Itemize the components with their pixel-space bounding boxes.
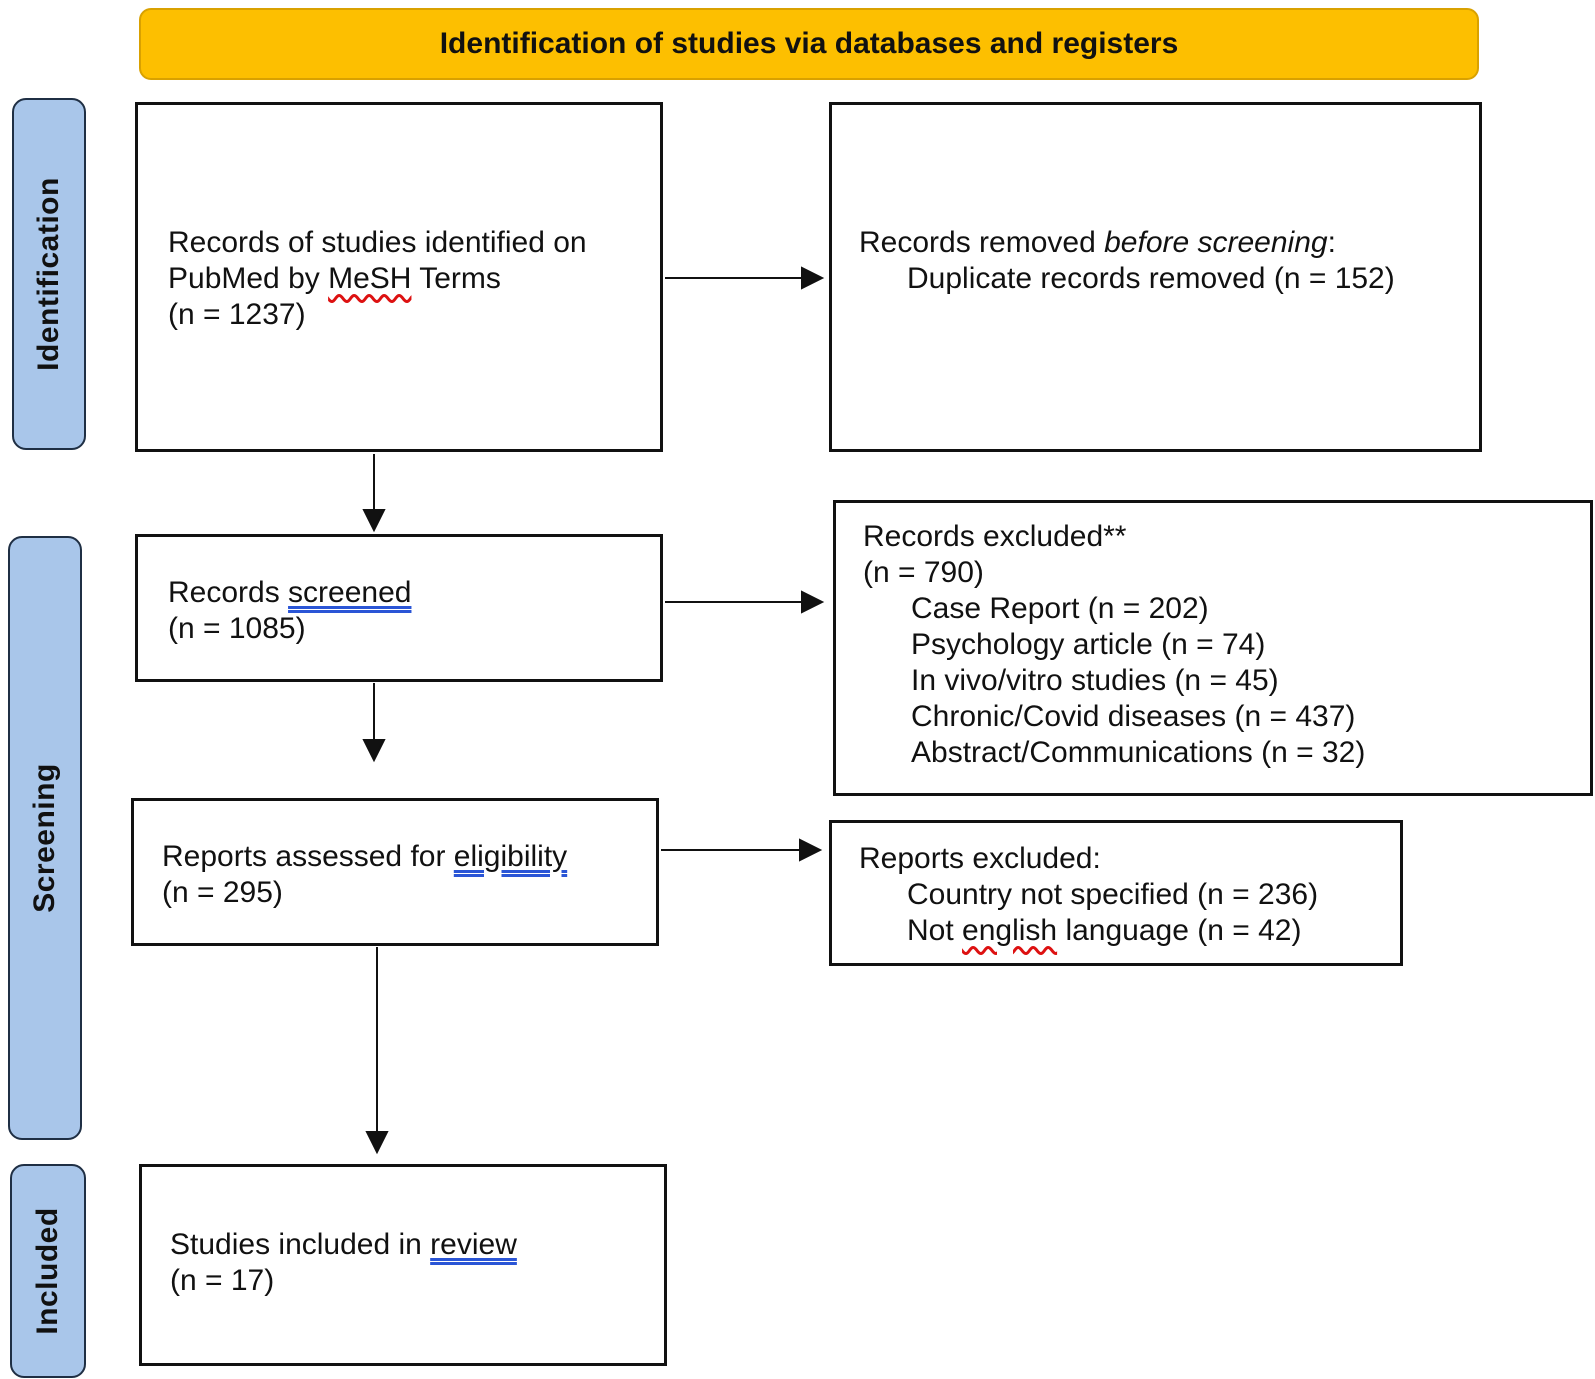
identified-line2: PubMed by MeSH Terms	[168, 261, 587, 297]
reports-excluded-english-word: english	[962, 914, 1058, 947]
assessed-text: Reports assessed for eligibility (n = 29…	[162, 839, 567, 911]
arrowhead-identified-to-screened	[362, 509, 386, 533]
assessed-count: (n = 295)	[162, 876, 283, 909]
arrowhead-screened-to-assessed	[362, 739, 386, 763]
included-review-word: review	[430, 1228, 517, 1261]
included-count: (n = 17)	[170, 1264, 275, 1297]
reports-excluded-title: Reports excluded:	[859, 842, 1101, 875]
arrowhead-assessed-to-excluded	[799, 838, 823, 862]
reports-excluded-country: Country not specified (n = 236)	[907, 878, 1319, 911]
records-excluded-count: (n = 790)	[863, 556, 984, 589]
arrowhead-screened-to-excluded	[801, 590, 825, 614]
arrowhead-assessed-to-included	[365, 1131, 389, 1155]
phase-screening: Screening	[8, 536, 82, 1140]
reports-excluded-language-c: language (n = 42)	[1057, 914, 1302, 947]
identified-mesh-term: MeSH	[328, 262, 412, 295]
header-banner: Identification of studies via databases …	[139, 8, 1479, 80]
excluded-item-in-vivo-vitro: In vivo/vitro studies (n = 45)	[911, 664, 1279, 697]
screened-line1-a: Records	[168, 576, 289, 609]
reports-excluded-language: Not english language (n = 42)	[859, 913, 1318, 949]
excluded-item-chronic-covid: Chronic/Covid diseases (n = 437)	[911, 700, 1356, 733]
included-line1: Studies included in review	[170, 1227, 517, 1263]
screened-line1: Records screened	[168, 575, 411, 611]
assessed-box: Reports assessed for eligibility (n = 29…	[131, 798, 659, 946]
removed-line1-a: Records removed	[859, 226, 1105, 259]
removed-line1-c: :	[1327, 226, 1336, 259]
header-title: Identification of studies via databases …	[439, 27, 1179, 60]
included-text: Studies included in review (n = 17)	[170, 1227, 517, 1299]
excluded-item-case-report: Case Report (n = 202)	[911, 592, 1209, 625]
identified-line1: Records of studies identified on	[168, 226, 587, 259]
screened-count: (n = 1085)	[168, 612, 306, 645]
removed-text: Records removed before screening: Duplic…	[859, 225, 1395, 297]
arrowhead-identified-to-removed	[801, 266, 825, 290]
excluded-item-psychology: Psychology article (n = 74)	[911, 628, 1266, 661]
identified-text: Records of studies identified on PubMed …	[168, 225, 587, 333]
included-line1-a: Studies included in	[170, 1228, 431, 1261]
phase-identification: Identification	[12, 98, 86, 450]
identified-line2-a: PubMed by	[168, 262, 329, 295]
reports-excluded-text: Reports excluded: Country not specified …	[859, 841, 1318, 949]
records-excluded-text: Records excluded** (n = 790) Case Report…	[863, 519, 1365, 771]
identified-count: (n = 1237)	[168, 298, 306, 331]
screened-box: Records screened (n = 1085)	[135, 534, 663, 682]
records-excluded-box: Records excluded** (n = 790) Case Report…	[833, 500, 1593, 796]
identified-line2-c: Terms	[411, 262, 501, 295]
assessed-line1: Reports assessed for eligibility	[162, 839, 567, 875]
identified-box: Records of studies identified on PubMed …	[135, 102, 663, 452]
excluded-item-abstract: Abstract/Communications (n = 32)	[911, 736, 1366, 769]
reports-excluded-language-a: Not	[907, 914, 963, 947]
phase-included: Included	[10, 1164, 86, 1378]
screened-text: Records screened (n = 1085)	[168, 575, 411, 647]
assessed-line1-a: Reports assessed for	[162, 840, 454, 873]
records-excluded-title: Records excluded**	[863, 520, 1127, 553]
removed-before-screening: before screening	[1104, 226, 1328, 259]
removed-duplicates: Duplicate records removed (n = 152)	[907, 262, 1395, 295]
screened-word: screened	[288, 576, 412, 609]
removed-box: Records removed before screening: Duplic…	[829, 102, 1482, 452]
included-box: Studies included in review (n = 17)	[139, 1164, 667, 1366]
assessed-eligibility-word: eligibility	[453, 840, 568, 873]
removed-line1: Records removed before screening:	[859, 225, 1395, 261]
reports-excluded-box: Reports excluded: Country not specified …	[829, 820, 1403, 966]
